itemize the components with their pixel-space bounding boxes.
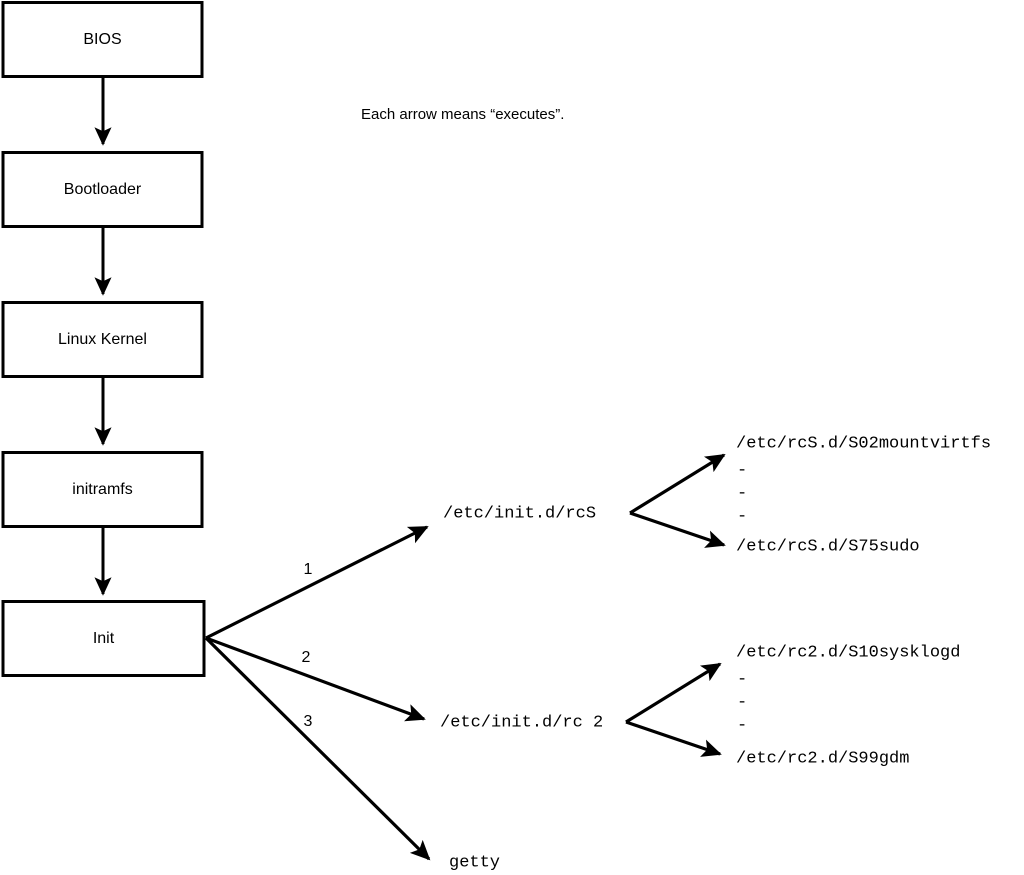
label-etc-init-d-rc2: /etc/init.d/rc 2 [440, 713, 603, 732]
box-label-bios: BIOS [83, 31, 121, 48]
label-getty: getty [449, 853, 500, 872]
branch-number-2: 2 [302, 649, 311, 666]
arrow-init-to-getty [204, 636, 431, 861]
arrow-rcs-to-last-script [629, 511, 726, 548]
box-label-linux-kernel: Linux Kernel [58, 331, 147, 348]
box-bios[interactable]: BIOS [1, 1, 204, 78]
arrow-init-to-rcs [205, 525, 429, 640]
arrow-rcs-to-first-script [629, 453, 726, 515]
box-bootloader[interactable]: Bootloader [1, 151, 204, 228]
branch-number-3: 3 [304, 713, 313, 730]
box-label-initramfs: initramfs [72, 481, 132, 498]
legend-note: Each arrow means “executes”. [361, 106, 564, 123]
box-initramfs[interactable]: initramfs [1, 451, 204, 528]
label-rc2-ellipsis-1: - [737, 670, 747, 689]
label-rcs-script-first: /etc/rcS.d/S02mountvirtfs [736, 434, 991, 453]
arrow-init-to-rc2 [205, 636, 426, 722]
label-rc2-script-first: /etc/rc2.d/S10sysklogd [736, 643, 960, 662]
label-rcs-ellipsis-1: - [737, 461, 747, 480]
arrow-rc2-to-last-script [625, 720, 722, 757]
label-rc2-script-last: /etc/rc2.d/S99gdm [736, 749, 909, 768]
box-label-bootloader: Bootloader [64, 181, 142, 198]
branch-number-1: 1 [304, 561, 313, 578]
label-rcs-script-last: /etc/rcS.d/S75sudo [736, 537, 920, 556]
label-rc2-ellipsis-2: - [737, 693, 747, 712]
label-rcs-ellipsis-2: - [737, 484, 747, 503]
label-etc-init-d-rcs: /etc/init.d/rcS [443, 504, 596, 523]
box-linux-kernel[interactable]: Linux Kernel [1, 301, 204, 378]
arrow-rc2-to-first-script [625, 662, 722, 724]
label-rc2-ellipsis-3: - [737, 716, 747, 735]
box-label-init: Init [93, 630, 115, 647]
label-rcs-ellipsis-3: - [737, 507, 747, 526]
box-init[interactable]: Init [1, 600, 206, 677]
